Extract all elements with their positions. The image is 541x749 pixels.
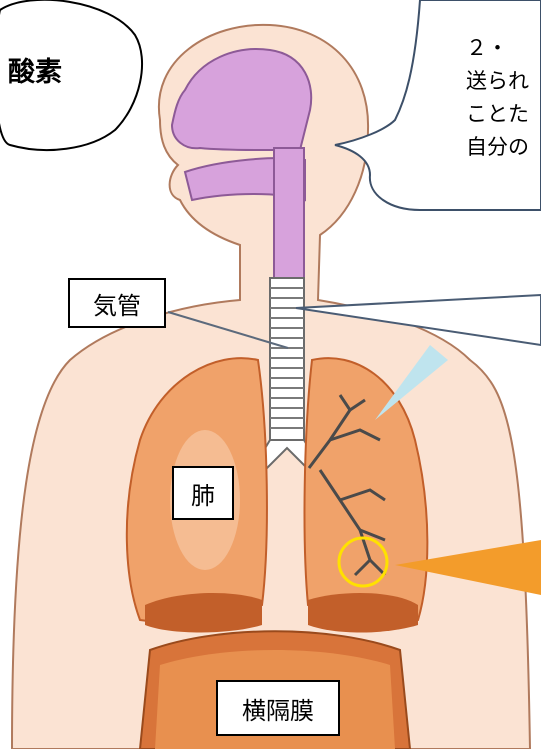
oxygen-label: 酸素	[8, 57, 62, 88]
lung-label: 肺	[172, 466, 234, 520]
bronchial-tree	[307, 394, 387, 577]
trachea-label-leader	[167, 311, 289, 349]
trachea-bubble-tail	[295, 293, 541, 347]
diaphragm-label: 横隔膜	[216, 680, 340, 736]
trachea	[253, 277, 321, 472]
pharynx	[273, 147, 305, 284]
oxygen-bubble	[0, 0, 143, 151]
nasal-cavity	[170, 48, 313, 151]
oxygen-pointer	[395, 540, 541, 595]
alveoli-highlight	[337, 536, 389, 588]
speech-bubble	[334, 0, 541, 211]
speech-bubble-text: ２・ 送られ ことた 自分の	[466, 36, 529, 159]
air-flow-pointer	[375, 345, 448, 420]
trachea-label: 気管	[68, 278, 166, 328]
airway	[170, 48, 313, 284]
